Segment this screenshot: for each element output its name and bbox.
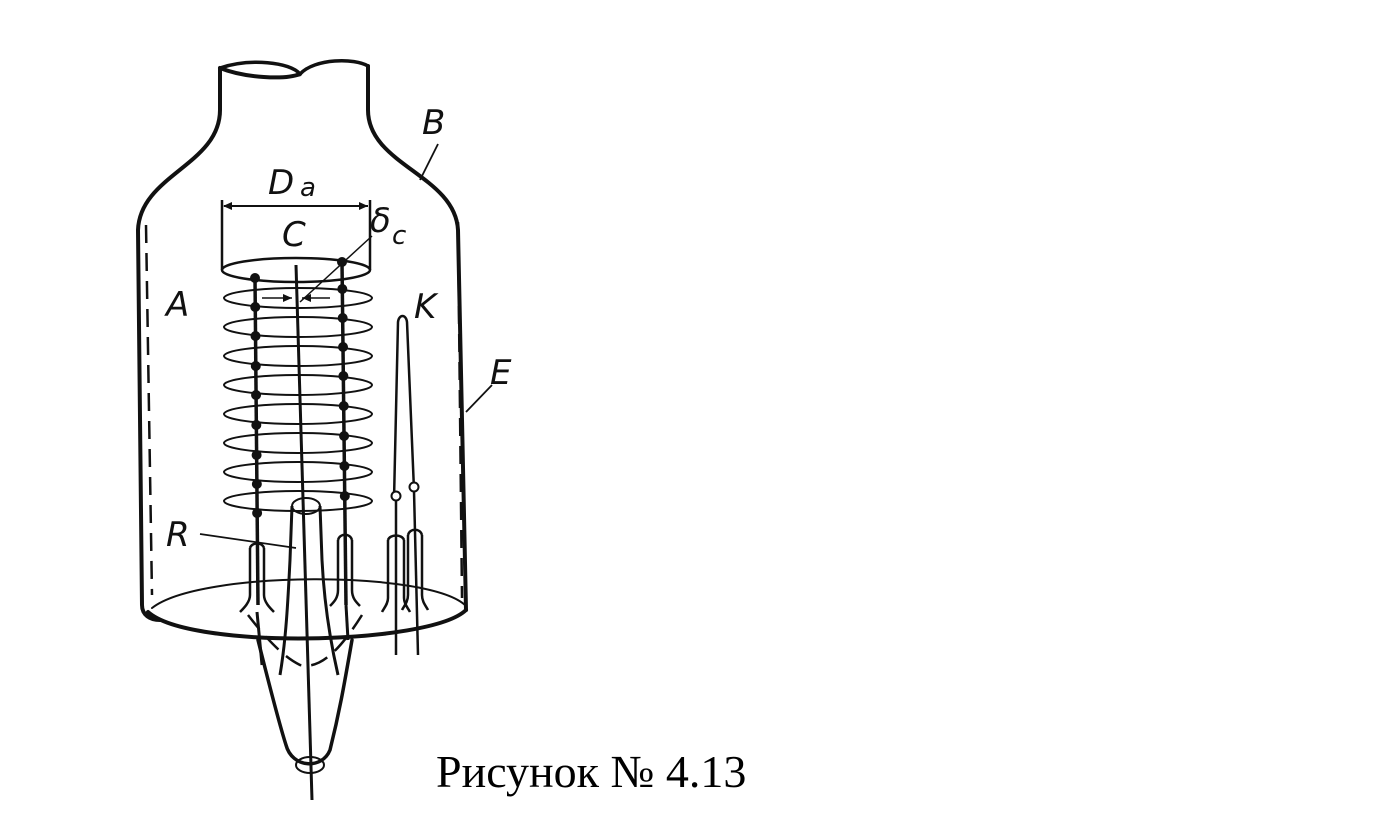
grid-coil-turn [223, 461, 373, 483]
grid-support-dot [337, 313, 348, 323]
grid-support-dot [338, 342, 349, 352]
grid-support-dot [339, 461, 350, 471]
press-seals [239, 533, 361, 666]
grid-support-dot [250, 302, 261, 312]
collector-C [220, 200, 372, 284]
grid-support-dot [251, 479, 262, 489]
label-E: E [490, 353, 512, 393]
grid-support-dot [338, 401, 349, 411]
grid-support-dot [339, 491, 350, 501]
label-delta: δ [370, 201, 391, 241]
grid-support-dot [338, 371, 349, 381]
figure-caption: Рисунок № 4.13 [436, 746, 747, 797]
grid-support-dot [250, 361, 261, 371]
central-rod [294, 264, 314, 801]
cathode-K [380, 314, 430, 656]
grid-support-dot [251, 390, 262, 400]
glass-envelope [135, 59, 468, 774]
grid-support-dot [252, 508, 263, 518]
support-tube-R [199, 497, 340, 676]
label-A: A [164, 285, 189, 325]
grid-support-dot [250, 331, 261, 341]
grid-support-dots [250, 257, 350, 518]
label-B: B [422, 103, 445, 143]
screen-E [144, 221, 464, 668]
grid-coil-turn [223, 432, 373, 454]
label-delta-subscript: c [392, 221, 406, 251]
grid-support-dot [250, 273, 260, 283]
gap-delta [262, 235, 373, 303]
grid-support-dot [339, 431, 350, 441]
label-Da-subscript: a [300, 173, 316, 203]
grid-coil-turn [223, 490, 373, 512]
grid-coil-turn [223, 403, 373, 425]
label-C: C [282, 215, 306, 255]
label-R: R [166, 515, 190, 555]
grid-support-dot [251, 450, 262, 460]
grid-support-dot [251, 420, 262, 430]
grid-support-dot [337, 284, 348, 294]
label-Da: D [268, 163, 294, 203]
label-K: K [414, 287, 439, 327]
leader-lines [419, 143, 493, 413]
grid-support-dot [337, 257, 347, 267]
